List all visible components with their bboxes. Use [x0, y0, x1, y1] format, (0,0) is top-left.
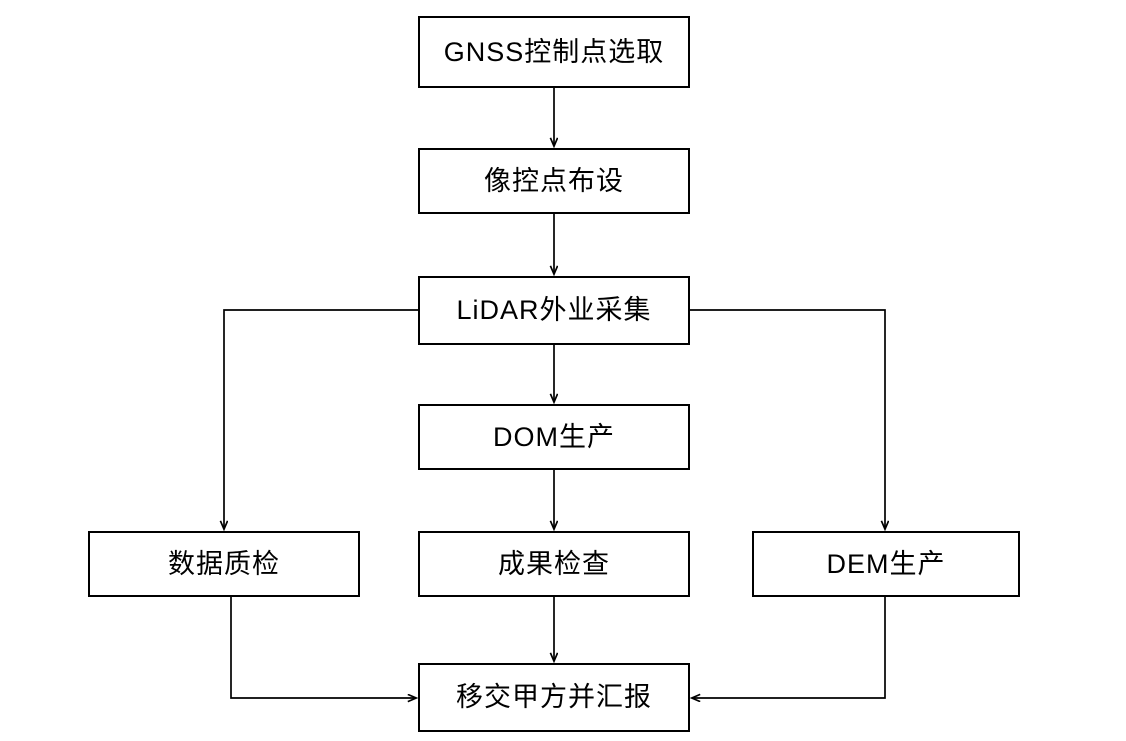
- node-gnss-control-point-selection[interactable]: GNSS控制点选取: [418, 16, 690, 88]
- edge-lidar-to-data-quality: [224, 309, 418, 529]
- node-label: 成果检查: [498, 548, 610, 579]
- node-label: 像控点布设: [484, 165, 624, 196]
- node-image-control-point-layout[interactable]: 像控点布设: [418, 148, 690, 214]
- node-label: GNSS控制点选取: [443, 36, 665, 67]
- node-handover-and-report[interactable]: 移交甲方并汇报: [418, 663, 690, 732]
- edge-data-quality-to-handover: [230, 597, 416, 698]
- node-label: DEM生产: [826, 548, 946, 579]
- node-data-quality-inspection[interactable]: 数据质检: [88, 531, 360, 597]
- node-dem-production[interactable]: DEM生产: [752, 531, 1020, 597]
- node-label: 数据质检: [168, 548, 280, 579]
- node-label: 移交甲方并汇报: [456, 682, 652, 712]
- edge-dem-to-handover: [692, 597, 886, 698]
- node-dom-production[interactable]: DOM生产: [418, 404, 690, 470]
- node-label: LiDAR外业采集: [456, 295, 652, 325]
- edge-lidar-to-dem: [690, 309, 885, 529]
- node-label: DOM生产: [493, 421, 615, 452]
- node-result-check[interactable]: 成果检查: [418, 531, 690, 597]
- node-lidar-field-collection[interactable]: LiDAR外业采集: [418, 276, 690, 345]
